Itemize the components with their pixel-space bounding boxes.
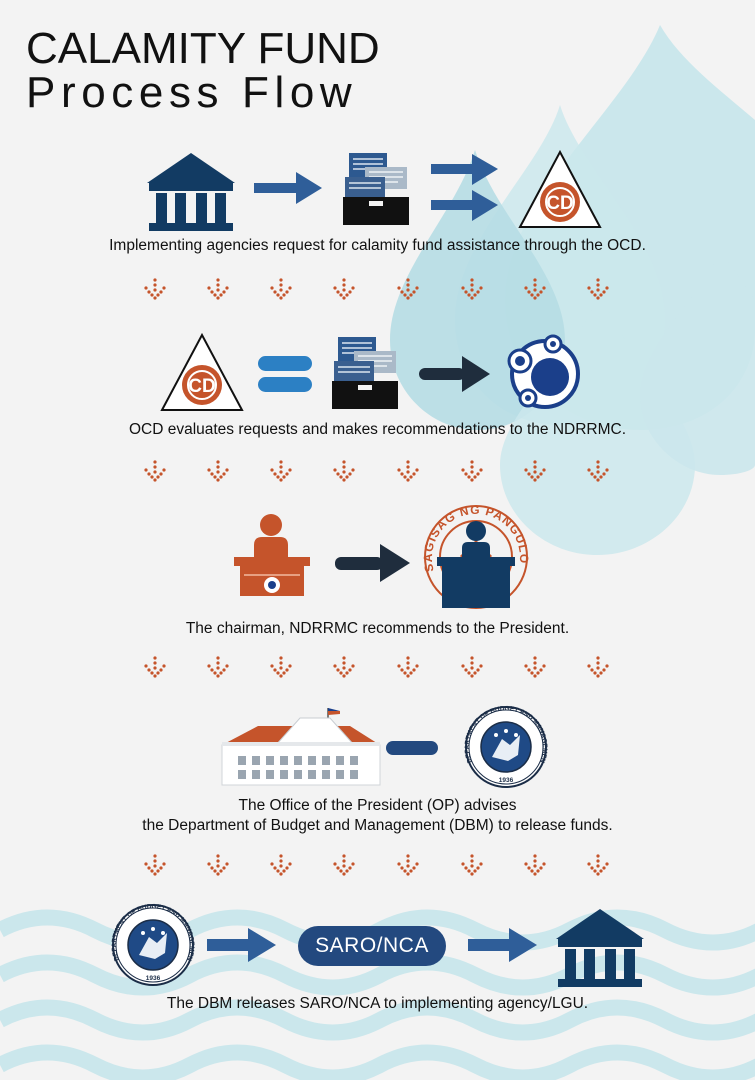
down-arrow-icon — [270, 854, 292, 876]
down-arrow-icon — [461, 656, 483, 678]
down-arrow-icon — [333, 278, 355, 300]
step-1-caption: Implementing agencies request for calami… — [109, 237, 646, 254]
down-arrow-icon — [333, 460, 355, 482]
down-arrow-icon — [207, 656, 229, 678]
step-4-caption-line1: The Office of the President (OP) advises — [238, 797, 517, 814]
down-arrow-icon — [524, 656, 546, 678]
ocd-logo-text: CD — [188, 376, 215, 397]
right-arrow-icon — [335, 544, 410, 582]
official-at-desk-icon — [234, 514, 310, 596]
down-arrow-icon — [587, 278, 609, 300]
equals-icon — [258, 356, 312, 392]
right-arrow-icon — [431, 154, 498, 185]
step-2-caption: OCD evaluates requests and makes recomme… — [128, 421, 627, 438]
down-arrow-icon — [461, 854, 483, 876]
down-arrow-row — [144, 460, 609, 482]
ndrrmc-logo-icon — [507, 334, 580, 409]
down-arrow-icon — [397, 460, 419, 482]
down-arrow-icon — [587, 854, 609, 876]
down-arrow-icon — [333, 854, 355, 876]
down-arrow-row — [144, 854, 609, 876]
saro-nca-badge: SARO/NCA — [298, 926, 446, 966]
down-arrow-icon — [144, 278, 166, 300]
right-arrow-icon — [419, 356, 490, 392]
document-tray-icon — [342, 152, 410, 226]
down-arrow-icon — [587, 656, 609, 678]
dbm-seal-year: 1936 — [499, 777, 514, 784]
step-3-caption: The chairman, NDRRMC recommends to the P… — [185, 620, 570, 637]
down-arrow-icon — [144, 656, 166, 678]
down-arrow-icon — [270, 278, 292, 300]
dbm-seal-year: 1936 — [146, 975, 161, 982]
ocd-logo-icon — [161, 334, 243, 411]
right-arrow-icon — [254, 172, 322, 204]
down-arrow-row — [144, 656, 609, 678]
document-tray-icon — [331, 336, 399, 410]
down-arrow-icon — [461, 278, 483, 300]
down-arrow-icon — [270, 460, 292, 482]
water-drop-icon — [640, 250, 755, 475]
right-arrow-icon — [207, 928, 276, 962]
page-subtitle: Process Flow — [26, 68, 358, 117]
down-arrow-icon — [270, 656, 292, 678]
ocd-logo-text: CD — [546, 193, 573, 214]
down-arrow-icon — [587, 460, 609, 482]
down-arrow-row — [144, 278, 609, 300]
right-arrow-icon — [468, 928, 537, 962]
ocd-logo-icon — [519, 151, 601, 228]
down-arrow-icon — [397, 854, 419, 876]
page-title: CALAMITY FUND — [26, 24, 380, 73]
down-arrow-icon — [397, 278, 419, 300]
dash-icon — [386, 741, 438, 755]
down-arrow-icon — [333, 656, 355, 678]
malacanang-palace-icon — [221, 708, 381, 786]
right-arrow-icon — [431, 190, 498, 221]
step-5-caption: The DBM releases SARO/NCA to implementin… — [166, 995, 589, 1012]
down-arrow-icon — [524, 278, 546, 300]
down-arrow-icon — [524, 460, 546, 482]
step-4-caption-line2: the Department of Budget and Management … — [142, 817, 613, 834]
down-arrow-icon — [207, 278, 229, 300]
down-arrow-icon — [144, 854, 166, 876]
down-arrow-icon — [144, 460, 166, 482]
down-arrow-icon — [207, 460, 229, 482]
bank-icon — [147, 153, 235, 231]
bank-icon — [556, 909, 644, 987]
down-arrow-icon — [397, 656, 419, 678]
down-arrow-icon — [207, 854, 229, 876]
down-arrow-icon — [524, 854, 546, 876]
down-arrow-icon — [461, 460, 483, 482]
water-drop-icon — [500, 290, 695, 555]
